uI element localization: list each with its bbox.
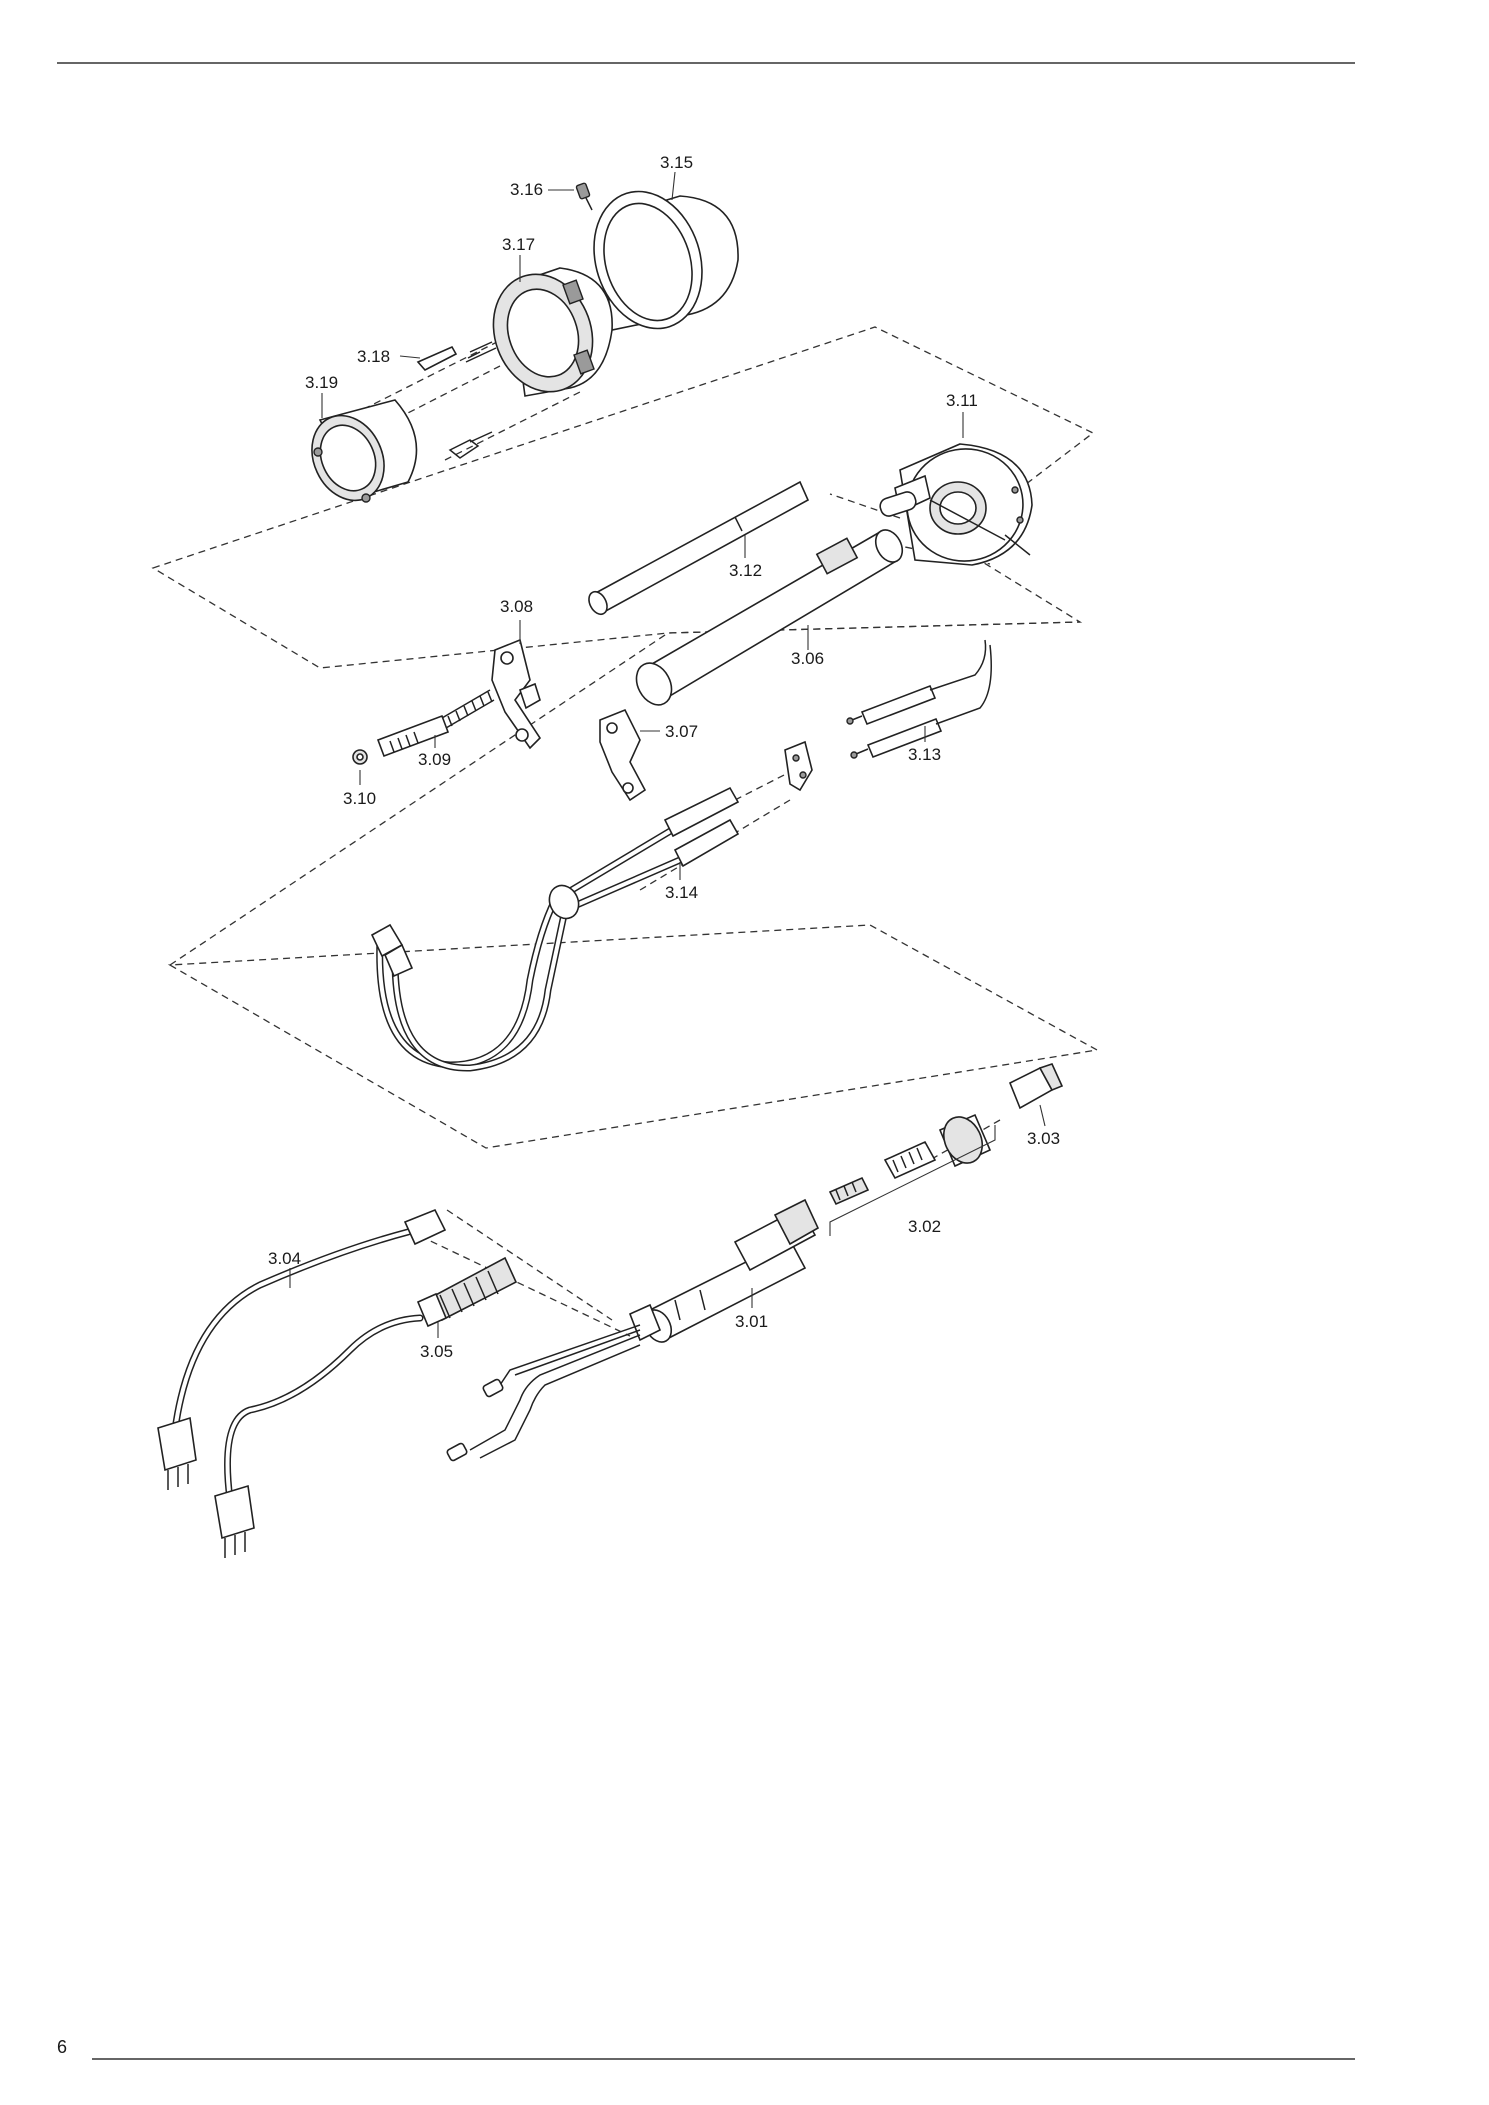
part-3-07-clamp [599, 708, 647, 802]
assembly-axis-lines [341, 337, 1001, 1161]
part-3-11-flange [879, 443, 1033, 566]
group-outline-lower [167, 924, 1099, 1149]
part-3-15-ring [593, 190, 739, 331]
part-3-04-cable [157, 1208, 447, 1490]
callout-3-13: 3.13 [908, 745, 941, 764]
callout-3-14: 3.14 [665, 883, 698, 902]
callout-3-17: 3.17 [502, 235, 535, 254]
callout-3-02: 3.02 [908, 1217, 941, 1236]
callout-3-09: 3.09 [418, 750, 451, 769]
callout-3-07: 3.07 [665, 722, 698, 741]
callout-3-10: 3.10 [343, 789, 376, 808]
part-3-16-screw [575, 182, 593, 211]
callout-3-12: 3.12 [729, 561, 762, 580]
callout-leaders [289, 171, 1046, 1338]
part-3-19-cone [311, 399, 493, 503]
callout-3-11: 3.11 [946, 391, 978, 410]
part-3-12-rod [588, 480, 810, 616]
callout-3-06: 3.06 [791, 649, 824, 668]
callout-3-15: 3.15 [660, 153, 693, 172]
electrode-bracket [784, 740, 813, 792]
callout-3-01: 3.01 [735, 1312, 768, 1331]
fuel-lines [446, 1324, 641, 1462]
part-3-05-cable-bellows [214, 1256, 518, 1558]
part-3-10-nut [352, 749, 368, 765]
part-3-01-burner-body [628, 1198, 820, 1343]
part-3-17-clamp-ring [492, 267, 613, 397]
callout-3-08: 3.08 [500, 597, 533, 616]
part-3-18-clip [416, 341, 497, 371]
callout-3-16: 3.16 [510, 180, 543, 199]
callout-3-03: 3.03 [1027, 1129, 1060, 1148]
part-3-02-valve-group [828, 1113, 996, 1236]
callout-3-18: 3.18 [357, 347, 390, 366]
part-3-09-threaded-rod [376, 689, 495, 758]
callout-3-04: 3.04 [268, 1249, 301, 1268]
part-3-06-tube [635, 529, 904, 706]
part-3-03-nozzle [1008, 1063, 1064, 1110]
callout-3-05: 3.05 [420, 1342, 453, 1361]
callout-3-19: 3.19 [305, 373, 338, 392]
page-number: 6 [57, 2037, 67, 2057]
part-3-14-ignition-cable [370, 786, 740, 1072]
part-3-08-holder [491, 638, 542, 750]
part-3-13-electrodes [846, 639, 992, 759]
group-outline-burner [419, 1209, 631, 1337]
